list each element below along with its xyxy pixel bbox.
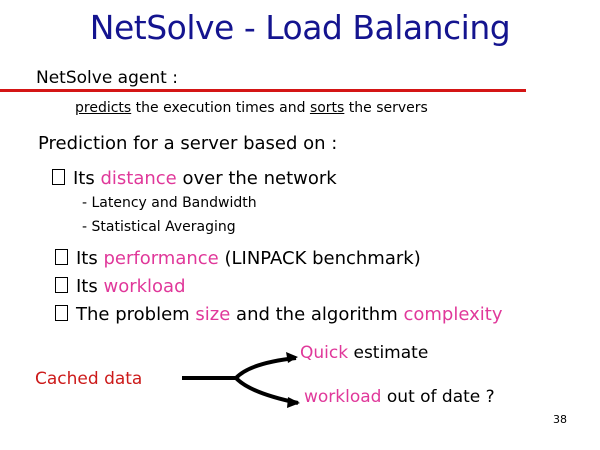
- highlight-complexity: complexity: [403, 304, 503, 325]
- bullet-box-icon: [55, 305, 68, 321]
- title-divider: [0, 89, 526, 92]
- bullet-text: (LINPACK benchmark): [218, 248, 421, 269]
- bullet-performance: Its performance (LINPACK benchmark): [55, 248, 421, 269]
- page-number: 38: [553, 413, 567, 426]
- bullet-distance: Its distance over the network: [52, 168, 337, 189]
- highlight-distance: distance: [100, 168, 177, 189]
- ood-text: out of date ?: [381, 387, 495, 407]
- bullet-box-icon: [52, 169, 65, 185]
- highlight-workload-ood: workload: [304, 387, 382, 407]
- bullet-text: Its: [73, 168, 101, 189]
- sorts-word: sorts: [309, 100, 345, 116]
- highlight-performance: performance: [103, 248, 219, 269]
- quick-estimate: Quick estimate: [300, 343, 428, 363]
- highlight-size: size: [195, 304, 231, 325]
- prediction-heading: Prediction for a server based on :: [38, 133, 338, 154]
- slide-title: NetSolve - Load Balancing: [89, 8, 511, 47]
- agent-label: NetSolve agent :: [36, 68, 178, 88]
- bullet-text: and the algorithm: [230, 304, 404, 325]
- bullet-text: The problem: [76, 304, 196, 325]
- bullet-problem-size: The problem size and the algorithm compl…: [55, 304, 502, 325]
- sub-bullet-averaging: - Statistical Averaging: [82, 219, 236, 235]
- branch-arrow-icon: [182, 352, 300, 408]
- bullet-workload: Its workload: [55, 276, 186, 297]
- agent-description: predicts the execution times and sorts t…: [75, 100, 428, 116]
- predict-mid-text: the execution times and: [131, 100, 310, 116]
- highlight-workload: workload: [103, 276, 186, 297]
- bullet-text: Its: [76, 276, 104, 297]
- bullet-box-icon: [55, 249, 68, 265]
- sub-bullet-latency: - Latency and Bandwidth: [82, 195, 257, 211]
- quick-text: estimate: [348, 343, 429, 363]
- bullet-box-icon: [55, 277, 68, 293]
- bullet-text: over the network: [176, 168, 337, 189]
- workload-out-of-date: workload out of date ?: [304, 387, 495, 407]
- bullet-text: Its: [76, 248, 104, 269]
- predict-end-text: the servers: [344, 100, 428, 116]
- predicts-word: predicts: [75, 100, 132, 116]
- cached-data-label: Cached data: [35, 369, 143, 389]
- highlight-quick: Quick: [300, 343, 349, 363]
